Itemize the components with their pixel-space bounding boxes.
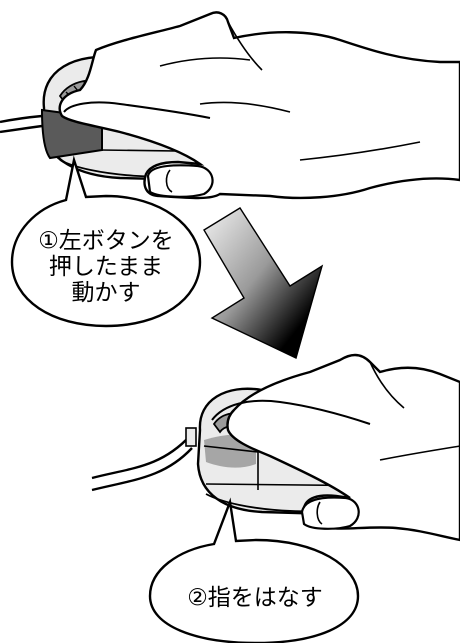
step2-line-1: ②指をはなす [187, 585, 323, 611]
mouse-cable-top [0, 114, 43, 134]
down-right-arrow-icon [203, 207, 324, 359]
callout-bubble-step1 [10, 155, 202, 328]
mouse-cable-bottom [91, 435, 193, 492]
step1-line-3: 動かす [71, 279, 141, 306]
bottom-mouse-scene [91, 353, 460, 542]
step1-line-1: ①左ボタンを [38, 228, 174, 254]
step2-label: ②指をはなす [150, 585, 360, 612]
hand-icon [58, 11, 460, 200]
step1-label: ①左ボタンを 押したまま 動かす [22, 228, 190, 306]
hand-icon-released [211, 353, 460, 542]
top-mouse-scene [0, 11, 460, 200]
step1-line-2: 押したまま [48, 253, 164, 280]
